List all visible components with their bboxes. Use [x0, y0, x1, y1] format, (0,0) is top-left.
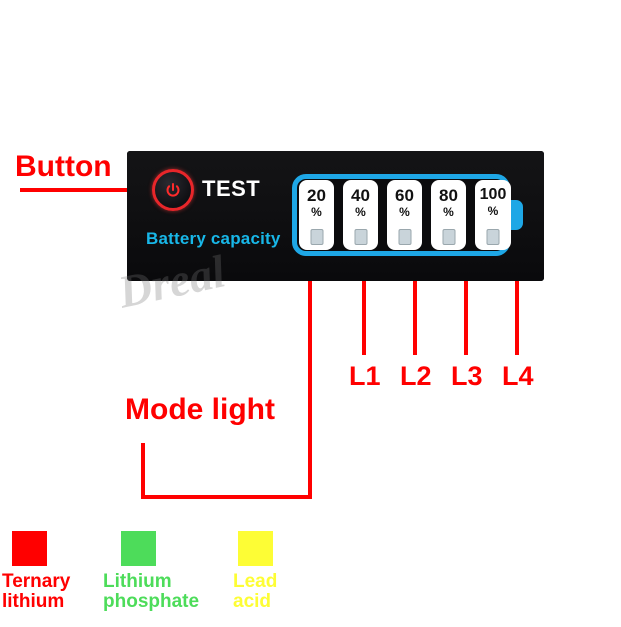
segment-unit: % [487, 204, 499, 218]
segment-led [442, 229, 455, 245]
segment-led [486, 229, 500, 245]
mode-label-lead-acid: Lead acid [233, 572, 277, 612]
segment-led [354, 229, 367, 245]
segment-unit: % [311, 205, 322, 219]
segment-value: 60 [395, 186, 414, 205]
battery-graphic: 20 % 40 % 60 % 80 % 100 % [292, 174, 525, 256]
battery-capacity-label: Battery capacity [146, 229, 281, 248]
mode-swatch-ternary-lithium [12, 531, 47, 566]
segment-value: 40 [351, 186, 370, 205]
power-icon [166, 183, 180, 197]
segment-led [310, 229, 323, 245]
mode-label-line1: Lithium [103, 571, 172, 592]
segment-unit: % [355, 205, 366, 219]
mode-label-line2: phosphate [103, 590, 200, 612]
capacity-segment: 20 % [299, 180, 334, 250]
segment-value: 80 [439, 186, 458, 205]
mode-swatch-lead-acid [238, 531, 273, 566]
test-button[interactable] [152, 169, 194, 211]
annotation-mode-light: Mode light [125, 393, 275, 426]
annotation-l1: L1 [349, 361, 381, 391]
battery-indicator-device: TEST Battery capacity 20 % 40 % 60 % 80 [127, 151, 544, 281]
annotation-l4: L4 [502, 361, 534, 391]
mode-swatch-lithium-phosphate [121, 531, 156, 566]
segment-unit: % [399, 205, 410, 219]
battery-terminal [510, 200, 523, 230]
annotation-button: Button [15, 150, 112, 183]
mode-label-line1: Ternary [2, 571, 71, 592]
annotation-l2: L2 [400, 361, 432, 391]
capacity-segment: 80 % [431, 180, 466, 250]
capacity-segment: 100 % [475, 180, 511, 250]
mode-label-ternary-lithium: Ternary lithium [2, 572, 70, 612]
test-label: TEST [202, 176, 261, 201]
capacity-segment: 60 % [387, 180, 422, 250]
mode-label-line2: lithium [2, 590, 65, 612]
mode-label-lithium-phosphate: Lithium phosphate [103, 572, 199, 612]
mode-label-line2: acid [233, 590, 272, 612]
segment-value: 100 [479, 186, 507, 203]
segment-led [398, 229, 411, 245]
segment-unit: % [443, 205, 454, 219]
annotation-l3: L3 [451, 361, 483, 391]
capacity-segment: 40 % [343, 180, 378, 250]
segment-value: 20 [307, 186, 326, 205]
mode-label-line1: Lead [233, 571, 278, 592]
